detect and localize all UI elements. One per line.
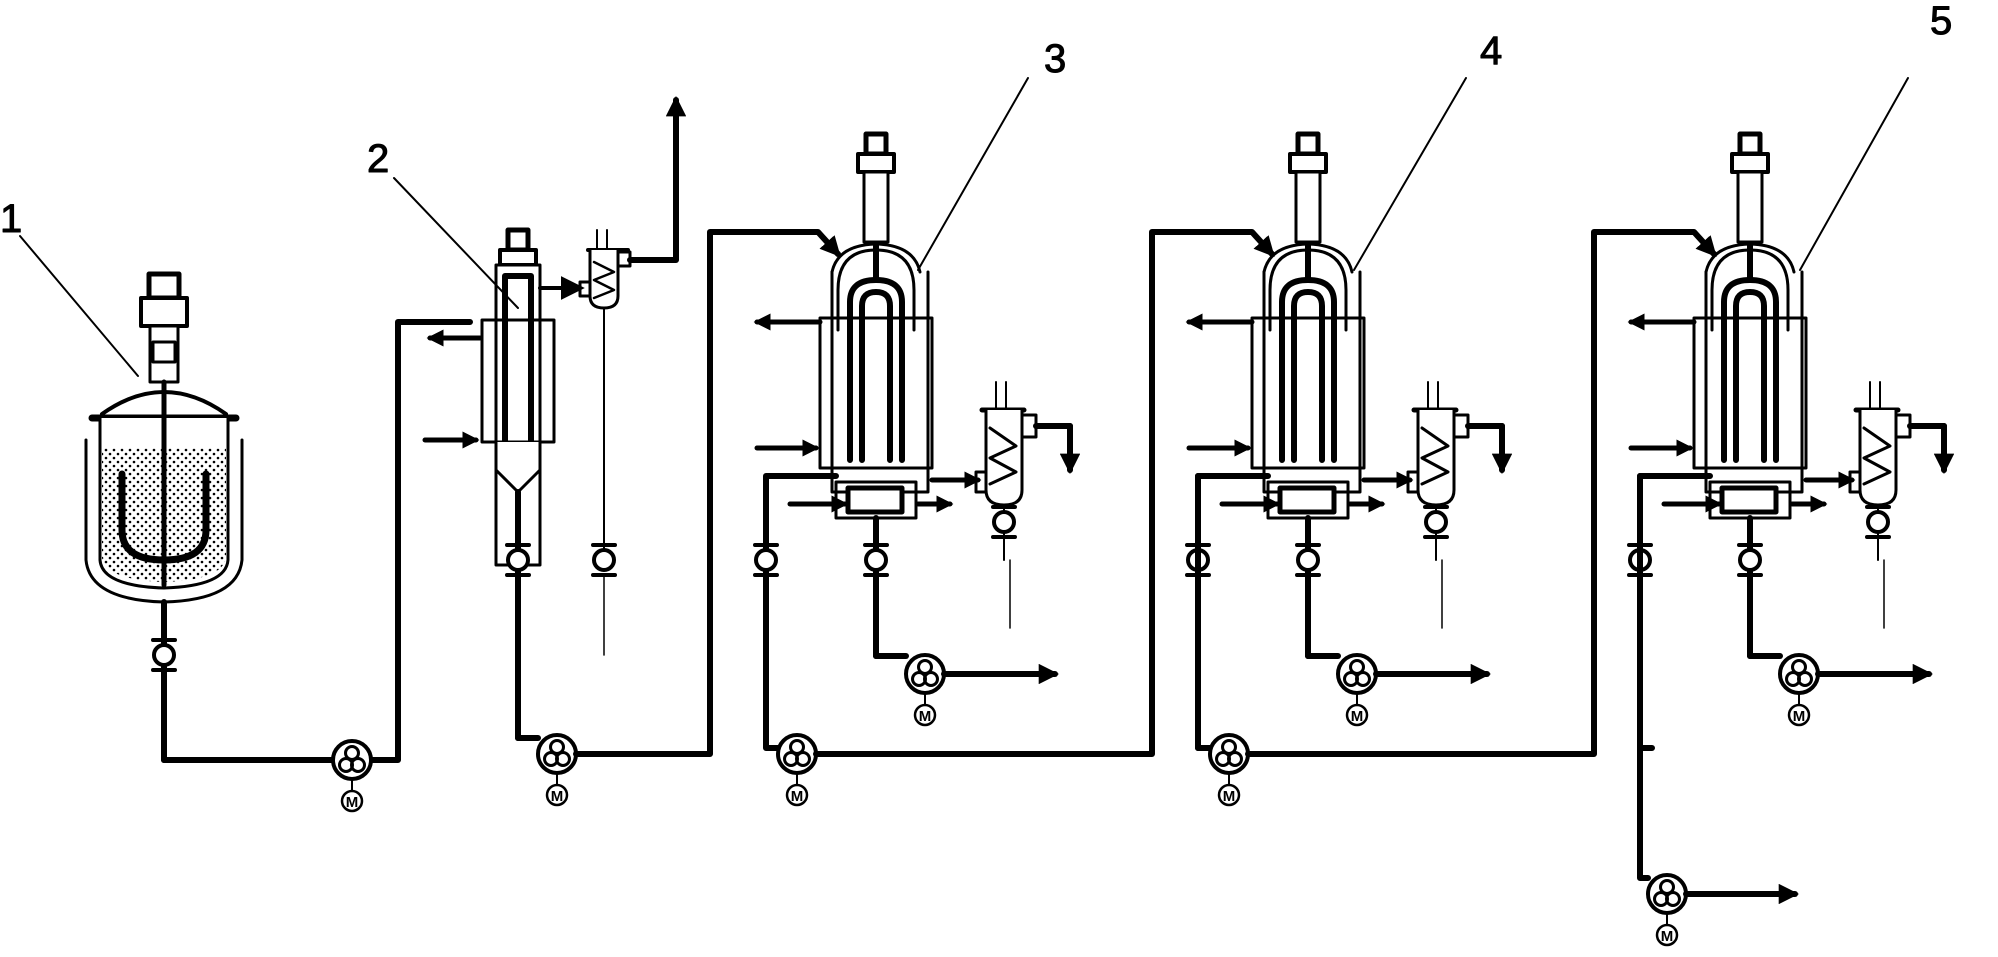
degasser xyxy=(369,95,841,807)
label-2: 2 xyxy=(367,137,389,181)
transfer-lines xyxy=(776,229,1800,947)
label-5: 5 xyxy=(1930,0,1952,43)
leader-lines xyxy=(19,77,1909,377)
feed-tank xyxy=(84,271,373,813)
label-4: 4 xyxy=(1480,29,1502,73)
label-3: 3 xyxy=(1044,37,1066,81)
evaporator-stage-5 xyxy=(1629,134,1944,748)
equipment-labels: 1 2 3 4 5 xyxy=(0,0,1953,242)
label-1: 1 xyxy=(0,197,22,241)
evaporator-stage-3 xyxy=(755,134,1070,748)
evaporator-stage-4 xyxy=(1187,134,1502,748)
